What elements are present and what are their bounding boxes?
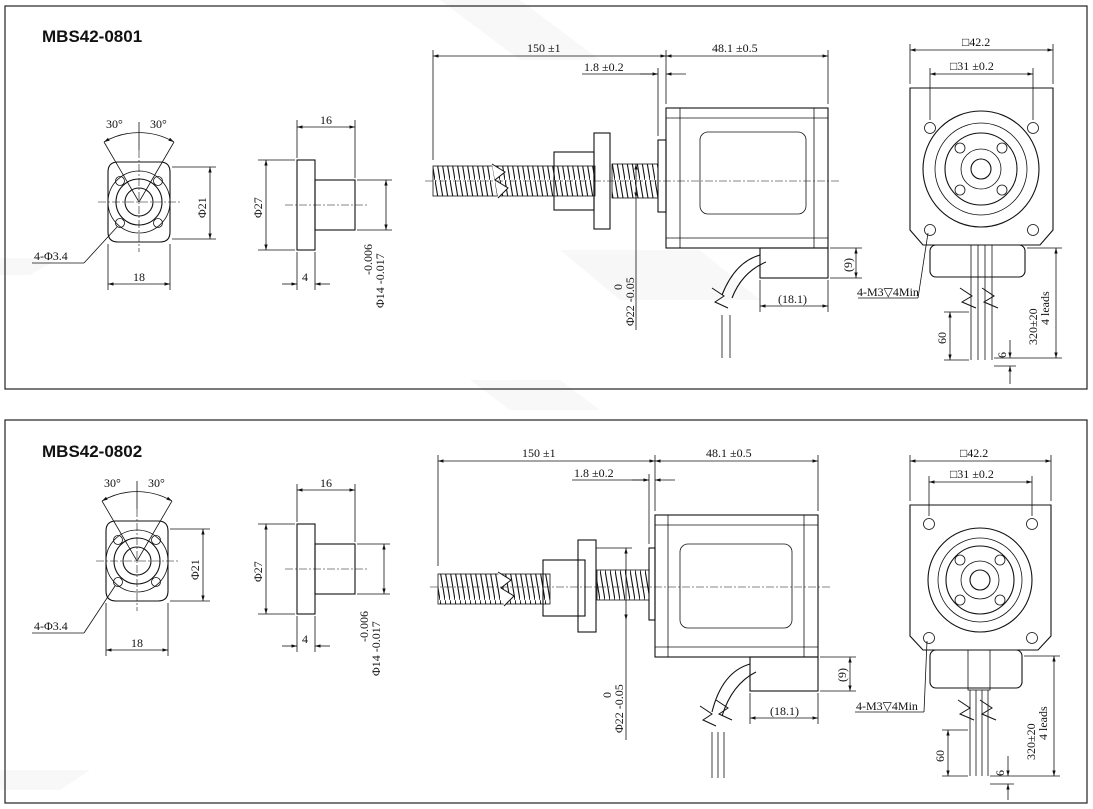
model-title: MBS42-0802 (42, 442, 142, 461)
lead-count-label: 4 leads (1038, 291, 1052, 325)
lead-length-label: 320±20 (1026, 308, 1040, 345)
pilot-tolerance-label: 0 (600, 692, 614, 698)
panel-frame (4, 419, 1088, 804)
flange-diameter-label: Φ27 (251, 197, 265, 218)
body-length-label: 48.1 ±0.5 (712, 41, 758, 55)
bolt-circle-label: Φ21 (188, 559, 202, 580)
mount-holes-label: 4-Φ3.4 (34, 249, 68, 263)
flange-front-view: 30° 30° Φ21 4-Φ3.4 18 (32, 117, 216, 290)
tin-length-label: 6 (995, 352, 1009, 358)
lead-count-label: 4 leads (1036, 706, 1050, 740)
tin-length-label: 6 (993, 770, 1007, 776)
drawing-panel-mbs42-0801: MBS42-0801 30° 30° Φ21 4-Φ3.4 (4, 5, 1088, 390)
pilot-height-label: 1.8 ±0.2 (574, 466, 614, 480)
connector-length-label: (18.1) (778, 292, 807, 306)
bore-diameter-label: Φ14 -0.017 (373, 253, 387, 308)
pilot-tolerance-label: 0 (611, 284, 625, 290)
mount-holes-label: 4-Φ3.4 (34, 619, 68, 633)
pilot-diameter-label: Φ22 -0.05 (612, 684, 626, 733)
flange-width-label: 18 (131, 636, 143, 650)
flange-width-label: 18 (133, 270, 145, 284)
motor-side-view: 150 ±1 48.1 ±0.5 1.8 ±0.2 0 Φ22 -0.05 (9… (425, 41, 862, 358)
angle-right-label: 30° (150, 117, 167, 131)
flange-side-view: 16 Φ27 4 -0.006 Φ14 -0.017 (251, 476, 390, 676)
pilot-diameter-label: Φ22 -0.05 (623, 277, 637, 326)
angle-right-label: 30° (148, 476, 165, 490)
pilot-height-label: 1.8 ±0.2 (584, 60, 624, 74)
motor-end-view: □42.2 □31 ±0.2 4-M3▽4Min 320±20 4 leads … (855, 446, 1060, 800)
hole-spacing-label: □31 ±0.2 (950, 59, 994, 73)
flange-length-label: 16 (320, 113, 332, 127)
strip-length-label: 60 (933, 750, 947, 762)
body-square-label: □42.2 (962, 35, 990, 49)
connector-length-label: (18.1) (770, 704, 799, 718)
angle-left-label: 30° (104, 476, 121, 490)
motor-end-view: □42.2 □31 ±0.2 4-M3▽4Min 320±20 4 leads … (857, 35, 1062, 384)
drawing-panel-mbs42-0802: MBS42-0802 30° 30° Φ21 4-Φ3.4 (4, 419, 1088, 804)
mount-thread-label: 4-M3▽4Min (857, 285, 919, 299)
angle-left-label: 30° (106, 117, 123, 131)
screw-length-label: 150 ±1 (522, 446, 556, 460)
lead-length-label: 320±20 (1024, 723, 1038, 760)
flange-thickness-label: 4 (302, 632, 308, 646)
bore-tolerance-label: -0.006 (361, 244, 375, 275)
hole-spacing-label: □31 ±0.2 (950, 467, 994, 481)
motor-side-view: 150 ±1 48.1 ±0.5 1.8 ±0.2 0 Φ22 -0.05 (9… (430, 446, 856, 778)
bolt-circle-label: Φ21 (195, 197, 209, 218)
model-title: MBS42-0801 (42, 27, 142, 46)
panel-frame (4, 5, 1088, 390)
strip-length-label: 60 (935, 332, 949, 344)
body-length-label: 48.1 ±0.5 (706, 446, 752, 460)
flange-side-view: 16 Φ27 4 -0.006 Φ14 -0.017 (251, 113, 392, 308)
mount-thread-label: 4-M3▽4Min (856, 699, 918, 713)
connector-height-label: (9) (841, 258, 855, 272)
bore-tolerance-label: -0.006 (357, 611, 371, 642)
flange-front-view: 30° 30° Φ21 4-Φ3.4 18 (32, 476, 210, 656)
bore-diameter-label: Φ14 -0.017 (369, 621, 383, 676)
flange-thickness-label: 4 (302, 270, 308, 284)
flange-diameter-label: Φ27 (251, 561, 265, 582)
body-square-label: □42.2 (960, 446, 988, 460)
screw-length-label: 150 ±1 (527, 41, 561, 55)
watermark (0, 0, 760, 790)
flange-length-label: 16 (320, 476, 332, 490)
connector-height-label: (9) (835, 668, 849, 682)
